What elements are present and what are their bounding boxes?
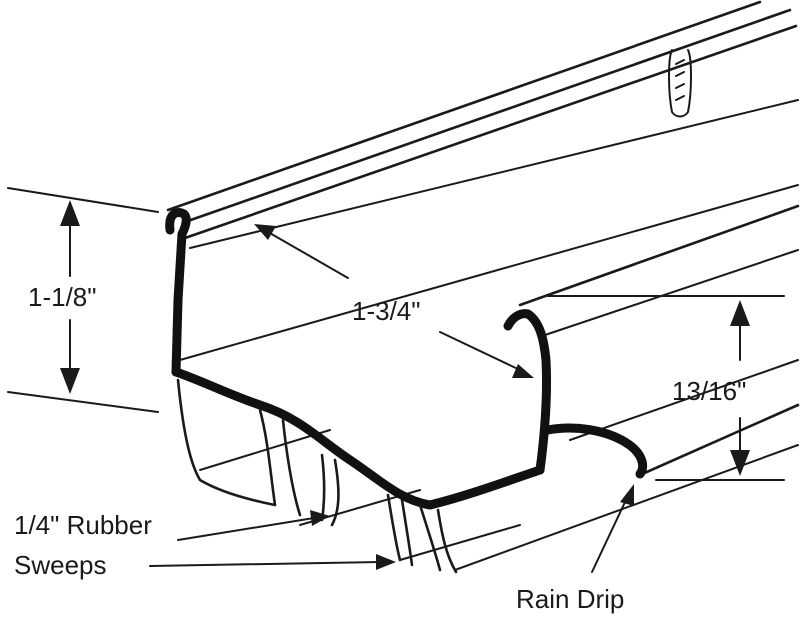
dimension-width-leaders — [254, 224, 534, 378]
label-height-right: 13/16" — [672, 376, 746, 406]
label-sweeps-line2: Sweeps — [14, 550, 107, 580]
sweeps-leaders — [149, 510, 396, 570]
dimension-height-left — [7, 187, 159, 413]
label-rain-drip: Rain Drip — [516, 584, 624, 614]
label-sweeps-line1: 1/4" Rubber — [14, 510, 152, 540]
label-width-top: 1-3/4" — [352, 296, 421, 326]
dimension-height-right — [547, 295, 785, 481]
fastener-slot — [668, 49, 692, 118]
rain-drip-leader — [591, 484, 634, 573]
cross-section-profile — [165, 208, 648, 510]
rubber-sweeps — [176, 378, 458, 574]
label-height-left: 1-1/8" — [28, 282, 97, 312]
